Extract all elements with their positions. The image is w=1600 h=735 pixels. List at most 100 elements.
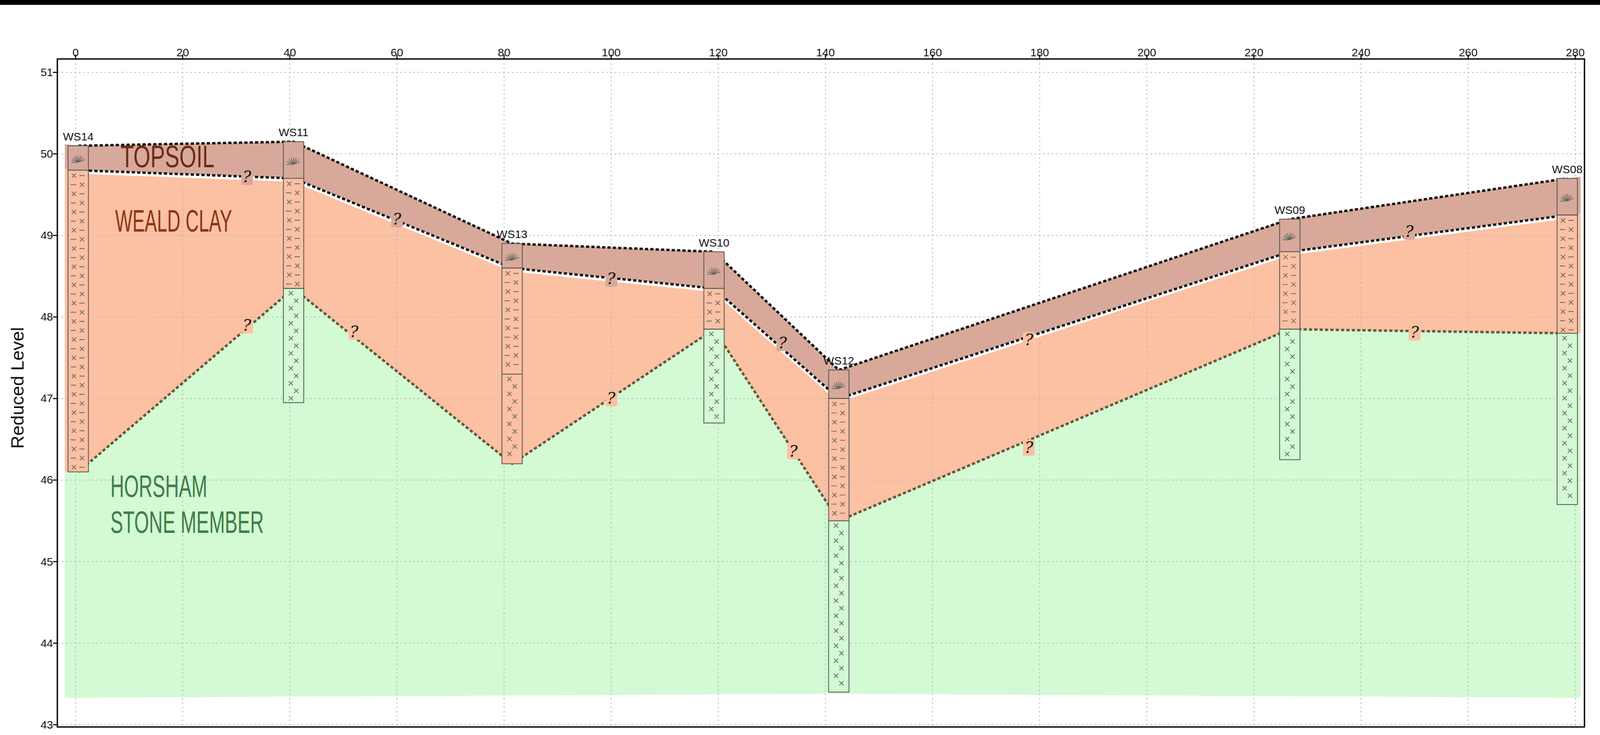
borehole-label: WS10 [698,236,730,250]
grid-line [57,561,1585,563]
axis-tick-label: 80 [497,46,511,59]
uncertainty-mark: ? [1403,223,1416,240]
grid-line [1360,58,1362,727]
grid-line [1253,58,1255,727]
horsham-stone-band: HORSHAM STONE MEMBER [110,467,373,540]
lithology-marks [706,291,721,324]
clay-base-line [78,288,1568,521]
uncertainty-mark: ? [787,443,799,460]
axis-tick-label: 47 [40,391,54,405]
axis-tick-label: 260 [1458,46,1478,59]
grid-line [825,58,827,727]
borehole-column [1557,178,1578,505]
borehole-segment [704,288,725,330]
borehole-segment [1279,219,1300,252]
grid-line [57,642,1585,644]
grid-line [396,58,398,727]
lithology-marks [1284,331,1295,456]
borehole-label: WS11 [278,125,309,139]
axis-tick-label: 40 [283,46,296,59]
axis-tick-label: 280 [1565,46,1585,59]
grid-line [1146,58,1148,727]
lithology-marks [286,181,301,287]
axis-tick-label: 180 [1030,46,1050,59]
borehole-segment [502,267,523,375]
axis-tick-label: 140 [816,46,835,59]
axis-tick-label: 43 [40,718,54,731]
axis-tick-label: 160 [923,46,942,59]
lithology-marks [1562,335,1573,498]
axis-tick-label: 20 [176,46,189,59]
lithology-marks [71,155,85,163]
lithology-marks [286,157,301,165]
borehole-segment [283,141,304,178]
lithology-marks [288,290,299,401]
uncertainty-mark: ? [391,211,403,228]
borehole-segment [1557,178,1578,215]
lithology-marks [70,173,85,470]
uncertainty-mark: ? [1022,331,1035,348]
grid-line [1039,58,1041,727]
borehole-segment [1279,329,1300,460]
axis-tick-label: 46 [40,473,54,487]
uncertainty-mark: ? [1022,439,1035,456]
grid-line [57,479,1585,481]
lithology-marks [831,381,846,389]
borehole-segment [704,329,725,423]
borehole-segment [1279,251,1300,330]
axis-tick-label: 51 [40,65,54,79]
axis-title: Reduced Level [6,327,28,450]
axis-tick-label: 200 [1137,46,1157,59]
stratum-label: WEALD CLAY [115,202,233,239]
borehole-label: WS12 [823,354,855,368]
lithology-marks [507,376,518,456]
borehole-column [1279,219,1300,460]
borehole-segment [502,243,523,268]
borehole-segment [283,288,304,403]
axis-tick-label: 100 [601,46,621,59]
lithology-marks [831,401,846,515]
lithology-marks [504,271,519,367]
lithology-marks [1559,218,1574,332]
axis-tick-label: 49 [40,228,54,242]
uncertainty-mark: ? [776,334,789,351]
borehole-segment [1557,214,1578,334]
borehole-label: WS09 [1274,203,1305,217]
uncertainty-mark: ? [348,323,361,340]
lithology-marks [709,331,720,419]
lithology-marks [1282,232,1297,240]
lithology-marks [505,252,519,260]
uncertainty-mark: ? [241,168,253,185]
stratum-label: TOPSOIL [120,138,215,175]
topsoil-band: TOPSOIL [120,138,255,175]
axis-tick-label: 120 [708,46,728,59]
borehole-column [283,141,304,403]
axis-tick-label: 240 [1351,46,1371,59]
borehole-segment [704,251,725,289]
uncertainty-mark: ? [1408,324,1421,341]
borehole-segment [828,398,849,521]
borehole-segment [828,369,849,399]
lithology-marks [1282,255,1297,324]
lithology-marks [707,267,721,275]
borehole-column [502,243,523,464]
axis-tick-label: 48 [40,310,54,324]
plot-frame [57,58,1585,727]
axis-tick-label: 220 [1244,46,1264,59]
borehole-segment [68,170,89,473]
borehole-column [828,369,849,692]
grid-line [57,723,1585,725]
grid-line [57,71,1585,73]
axis-tick-label: 44 [40,636,54,650]
uncertainty-mark: ? [241,317,253,334]
borehole-label: WS14 [62,130,94,144]
borehole-segment [68,145,89,171]
stratum-label: HORSHAM STONE MEMBER [110,467,271,540]
borehole-segment [502,374,523,464]
lithology-marks [833,523,844,686]
borehole-segment [828,520,849,692]
lithology-marks [1560,193,1574,201]
grid-line [932,58,934,727]
